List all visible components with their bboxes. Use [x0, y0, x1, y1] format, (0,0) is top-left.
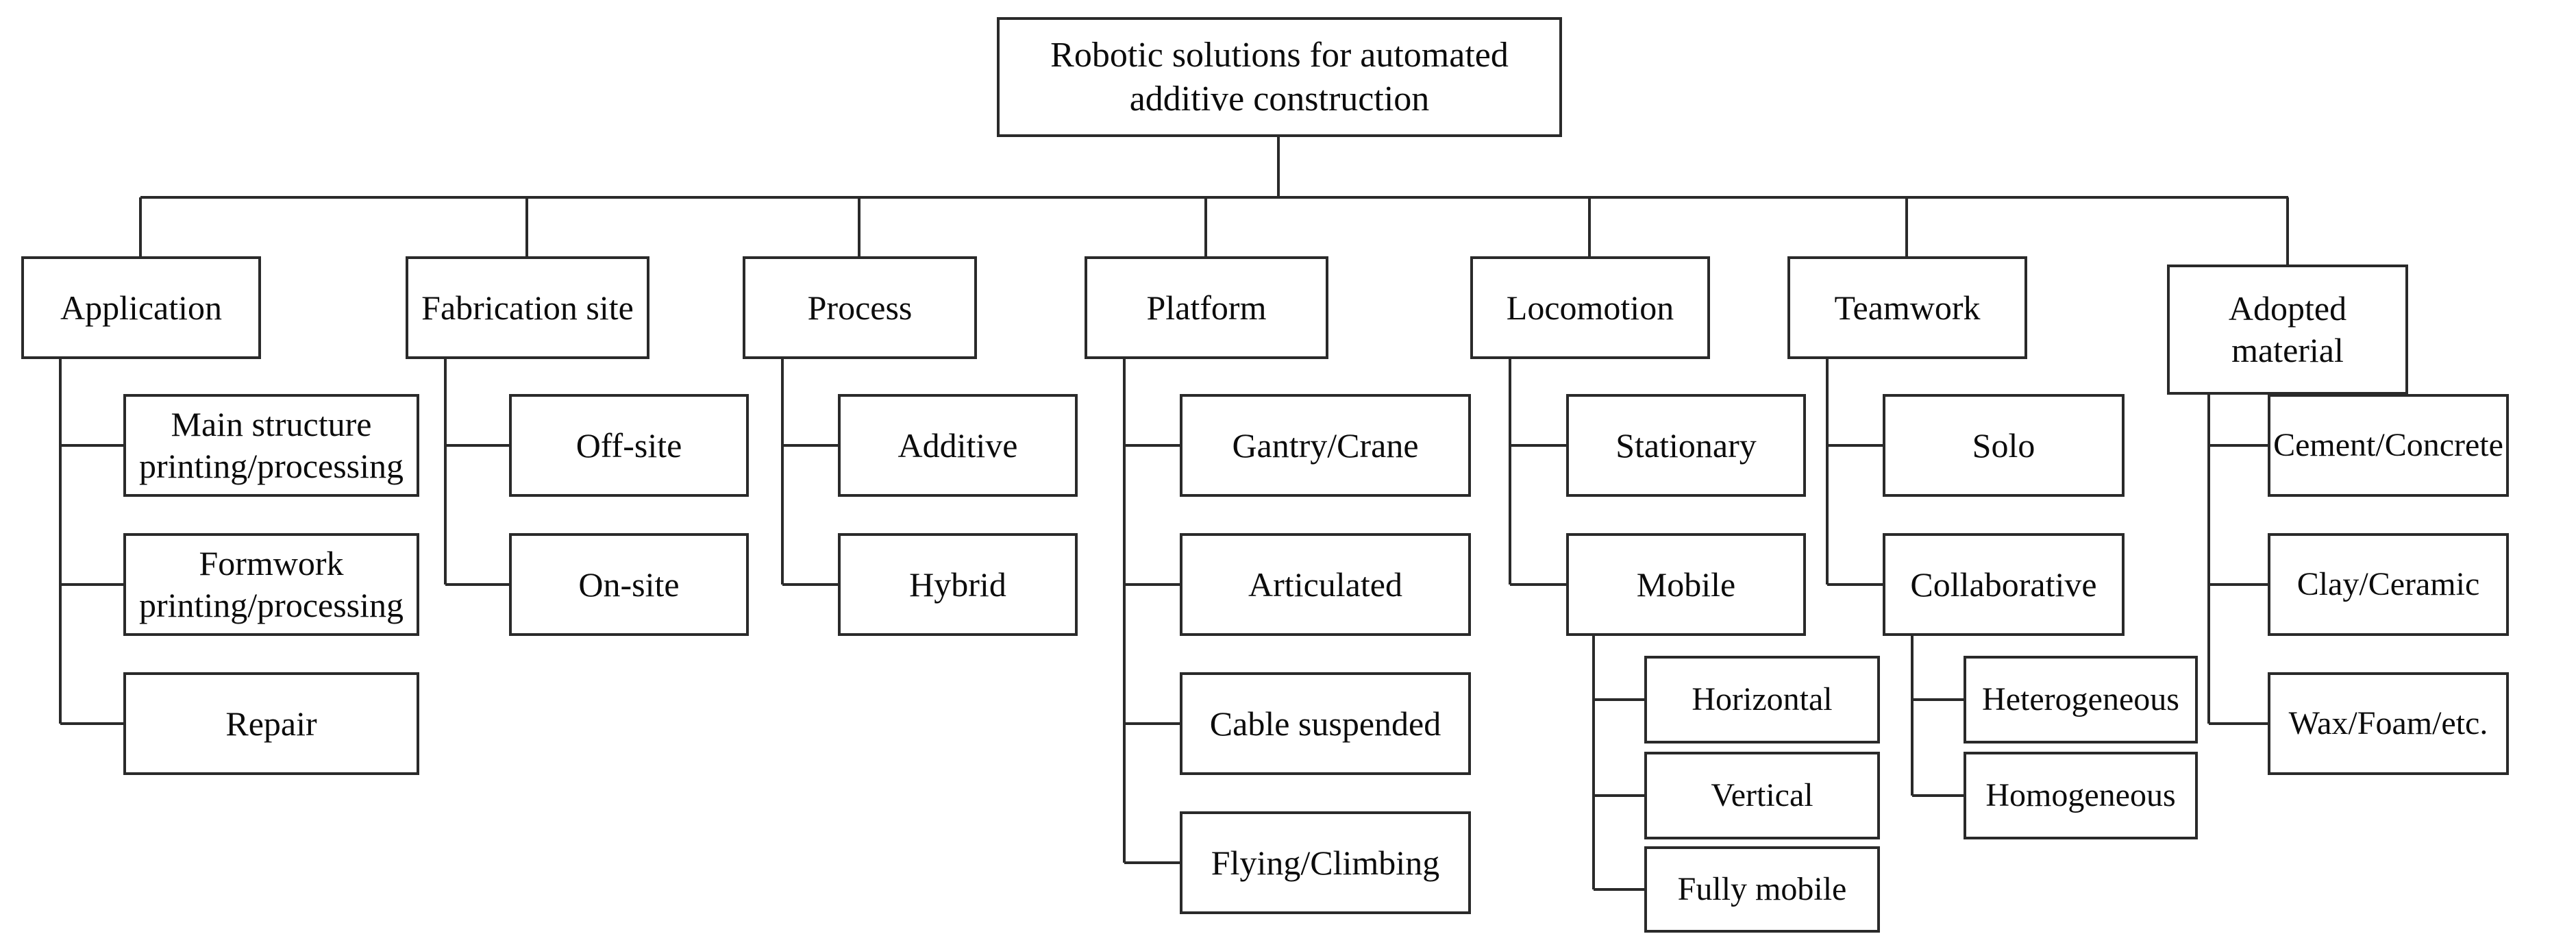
node-flying-climbing: Flying/Climbing	[1180, 811, 1471, 914]
node-vertical: Vertical	[1644, 752, 1880, 839]
application-branch-connector	[59, 359, 123, 725]
node-articulated: Articulated	[1180, 533, 1471, 636]
node-heterogeneous: Heterogeneous	[1964, 656, 2198, 743]
node-stationary: Stationary	[1566, 394, 1806, 497]
node-gantry-crane: Gantry/Crane	[1180, 394, 1471, 497]
node-locomotion: Locomotion	[1470, 256, 1710, 359]
node-fully-mobile: Fully mobile	[1644, 846, 1880, 933]
node-cement-concrete: Cement/Concrete	[2268, 394, 2509, 497]
node-formwork-printing-processing: Formwork printing/processing	[123, 533, 419, 636]
node-process: Process	[743, 256, 977, 359]
node-collaborative: Collaborative	[1883, 533, 2125, 636]
node-horizontal: Horizontal	[1644, 656, 1880, 743]
collaborative-sub-connector	[1911, 636, 1964, 797]
node-repair: Repair	[123, 672, 419, 775]
fabrication-site-branch-connector	[444, 359, 509, 586]
node-on-site: On-site	[509, 533, 749, 636]
mobile-sub-connector	[1592, 636, 1644, 891]
node-solo: Solo	[1883, 394, 2125, 497]
node-fabrication-site: Fabrication site	[406, 256, 649, 359]
node-hybrid: Hybrid	[838, 533, 1078, 636]
node-cable-suspended: Cable suspended	[1180, 672, 1471, 775]
node-platform: Platform	[1085, 256, 1328, 359]
process-branch-connector	[781, 359, 838, 586]
node-adopted-material: Adopted material	[2167, 265, 2408, 395]
node-off-site: Off-site	[509, 394, 749, 497]
node-root: Robotic solutions for automated additive…	[997, 17, 1562, 137]
node-mobile: Mobile	[1566, 533, 1806, 636]
locomotion-branch-connector	[1509, 359, 1566, 586]
platform-branch-connector	[1123, 359, 1180, 864]
node-teamwork: Teamwork	[1787, 256, 2027, 359]
node-main-structure-printing-processing: Main structure printing/processing	[123, 394, 419, 497]
root-bus-connector	[139, 137, 2289, 265]
node-homogeneous: Homogeneous	[1964, 752, 2198, 839]
node-wax-foam-etc: Wax/Foam/etc.	[2268, 672, 2509, 775]
node-application: Application	[21, 256, 261, 359]
node-additive: Additive	[838, 394, 1078, 497]
node-clay-ceramic: Clay/Ceramic	[2268, 533, 2509, 636]
adopted-material-branch-connector	[2207, 395, 2268, 725]
teamwork-branch-connector	[1826, 359, 1883, 586]
